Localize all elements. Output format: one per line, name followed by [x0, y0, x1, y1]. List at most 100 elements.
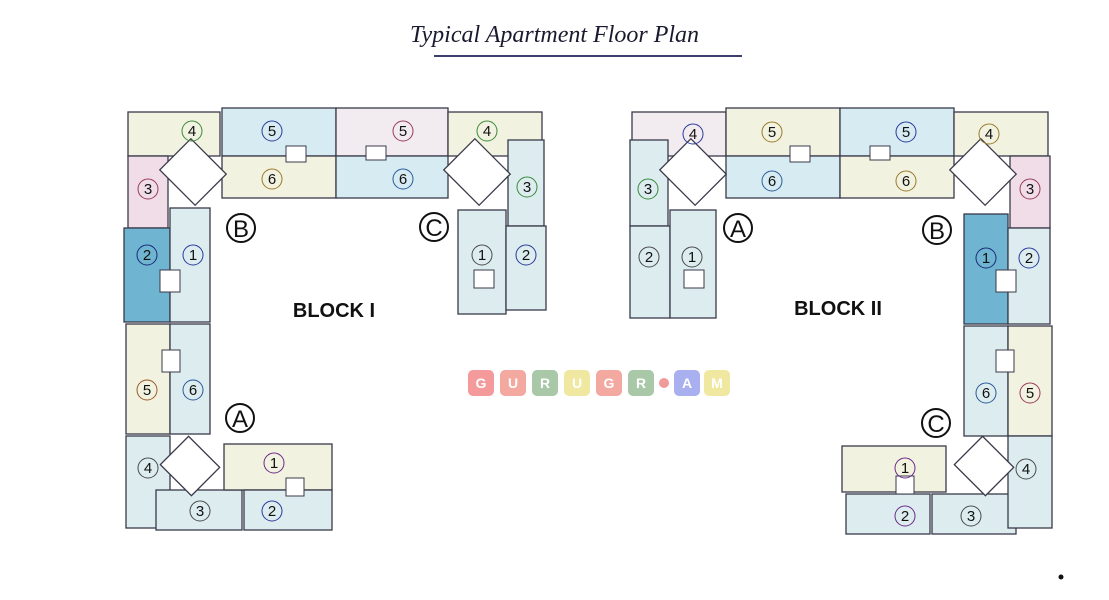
unit-marker: 6 [895, 170, 917, 192]
wing-letter: A [232, 406, 248, 433]
b1-lift [161, 349, 181, 373]
b1-core-a [159, 435, 221, 497]
b1-unit-1-bottom [223, 443, 333, 491]
b2-unit-6-right [963, 325, 1009, 437]
unit-marker: 1 [263, 452, 285, 474]
wing-letter: B [233, 216, 249, 243]
unit-number: 2 [901, 508, 909, 525]
unit-marker: 2 [638, 246, 660, 268]
b2-lift [683, 269, 705, 289]
unit-marker: 2 [894, 505, 916, 527]
wing-letter: C [425, 215, 442, 242]
unit-marker: 4 [978, 123, 1000, 145]
b2-unit-4-bottom [1007, 435, 1053, 529]
block-2 [629, 107, 1053, 535]
b2-lift [789, 145, 811, 163]
b1-unit-6-left [169, 323, 211, 435]
b1-lift [365, 145, 387, 161]
unit-marker: 1 [681, 246, 703, 268]
unit-marker: 6 [261, 168, 283, 190]
b2-unit-1-left [669, 209, 717, 319]
unit-number: 6 [768, 173, 776, 190]
b2-unit-1-bottom [841, 445, 947, 493]
b2-lift [995, 349, 1015, 373]
scan-dot [1058, 574, 1064, 580]
b1-unit-4-top-right [447, 111, 543, 157]
b1-unit-5-left [125, 323, 171, 435]
unit-marker: 6 [182, 379, 204, 401]
wing-marker-b1-b: B [226, 213, 256, 243]
unit-number: 1 [478, 247, 486, 264]
unit-marker: 2 [515, 244, 537, 266]
unit-number: 3 [967, 508, 975, 525]
unit-number: 1 [901, 460, 909, 477]
unit-number: 5 [143, 382, 151, 399]
unit-marker: 4 [137, 457, 159, 479]
unit-marker: 3 [637, 178, 659, 200]
unit-marker: 6 [392, 168, 414, 190]
unit-marker: 1 [894, 457, 916, 479]
watermark-letter: G [476, 375, 487, 391]
unit-marker: 5 [761, 121, 783, 143]
watermark-letter: U [572, 375, 582, 391]
b2-unit-3-bottom [931, 493, 1017, 535]
unit-marker: 4 [1015, 458, 1037, 480]
unit-number: 5 [268, 123, 276, 140]
block-1-label: BLOCK I [293, 300, 375, 322]
unit-marker: 1 [182, 244, 204, 266]
unit-marker: 5 [895, 121, 917, 143]
unit-number: 1 [982, 250, 990, 267]
unit-marker: 3 [189, 500, 211, 522]
unit-marker: 3 [960, 505, 982, 527]
b1-unit-6-top-left [221, 155, 337, 199]
unit-marker: 5 [136, 379, 158, 401]
watermark-letter: U [508, 375, 518, 391]
b2-unit-2-bottom [845, 493, 931, 535]
wing-marker-b2-a: A [723, 213, 753, 243]
wing-marker-b1-a: A [225, 403, 255, 433]
unit-number: 4 [483, 123, 491, 140]
unit-number: 4 [985, 126, 993, 143]
b1-unit-1-right [457, 209, 507, 315]
b1-unit-2-bottom [243, 489, 333, 531]
wing-letter: A [730, 216, 746, 243]
unit-number: 2 [143, 247, 151, 264]
watermark-letter: R [540, 375, 550, 391]
b2-lift [895, 475, 915, 495]
wing-marker-b2-c: C [921, 408, 951, 438]
watermark-letter: G [604, 375, 615, 391]
unit-marker: 2 [1018, 247, 1040, 269]
watermark-letter: A [682, 375, 692, 391]
block-1 [123, 107, 547, 531]
watermark-letter: M [711, 375, 723, 391]
b2-unit-4-top-right [953, 111, 1049, 157]
unit-number: 3 [1026, 181, 1034, 198]
unit-marker: 6 [761, 170, 783, 192]
unit-marker: 1 [975, 247, 997, 269]
b2-lift [995, 269, 1017, 293]
unit-marker: 3 [1019, 178, 1041, 200]
unit-marker: 5 [1019, 382, 1041, 404]
wing-letter: C [927, 411, 944, 438]
unit-marker: 3 [137, 178, 159, 200]
unit-number: 4 [1022, 461, 1030, 478]
unit-number: 5 [1026, 385, 1034, 402]
b1-lift [159, 269, 181, 293]
unit-number: 2 [268, 503, 276, 520]
b2-unit-2-left [629, 225, 671, 319]
b1-lift [285, 477, 305, 497]
watermark-letter: R [636, 375, 646, 391]
unit-number: 2 [1025, 250, 1033, 267]
watermark: G U R U G R A M [468, 370, 730, 396]
unit-marker: 5 [261, 120, 283, 142]
wing-letter: B [929, 218, 945, 245]
unit-marker: 6 [975, 382, 997, 404]
wing-marker-b1-c: C [419, 212, 449, 242]
b2-unit-6-top-left [725, 155, 841, 199]
unit-number: 6 [268, 171, 276, 188]
unit-number: 5 [768, 124, 776, 141]
b2-unit-3-right [1009, 155, 1051, 229]
unit-marker: 2 [261, 500, 283, 522]
unit-number: 5 [399, 123, 407, 140]
